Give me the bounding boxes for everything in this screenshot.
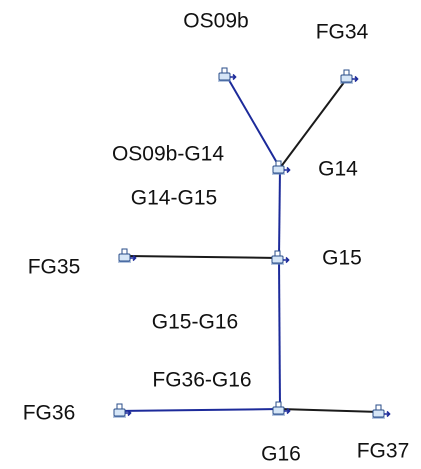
node-label-fg37: FG37: [357, 440, 410, 463]
link-g15-g16[interactable]: [278, 257, 281, 410]
pipe-junction-icon-fg37[interactable]: [372, 404, 391, 419]
pipe-junction-icon-g14[interactable]: [272, 160, 291, 175]
pipe-junction-icon-g16[interactable]: [272, 401, 291, 416]
pipe-junction-icon-fg35[interactable]: [118, 248, 137, 263]
link-os09b-g14[interactable]: [225, 74, 281, 169]
node-label-fg35: FG35: [28, 256, 81, 279]
link-fg36-g16[interactable]: [120, 408, 281, 412]
node-label-fg34: FG34: [316, 21, 369, 44]
link-label-os09b-g14: OS09b-G14: [112, 143, 224, 166]
pipe-junction-icon-fg34[interactable]: [340, 69, 359, 84]
pipe-junction-icon-fg36[interactable]: [113, 403, 132, 418]
link-label-fg36-g16: FG36-G16: [152, 369, 251, 392]
link-g16-fg37[interactable]: [279, 408, 381, 413]
link-label-g15-g16: G15-G16: [152, 311, 238, 334]
node-label-g15: G15: [322, 247, 362, 270]
pipe-junction-icon-g15[interactable]: [271, 250, 290, 265]
link-fg34-g14[interactable]: [279, 76, 349, 169]
link-fg35-g15[interactable]: [125, 255, 280, 259]
node-label-os09b: OS09b: [183, 10, 248, 33]
node-label-g16: G16: [261, 443, 301, 466]
link-g14-g15[interactable]: [278, 167, 281, 259]
node-label-g14: G14: [318, 158, 358, 181]
link-label-g14-g15: G14-G15: [131, 187, 217, 210]
node-label-fg36: FG36: [23, 402, 76, 425]
pipe-junction-icon-os09b[interactable]: [218, 67, 237, 82]
